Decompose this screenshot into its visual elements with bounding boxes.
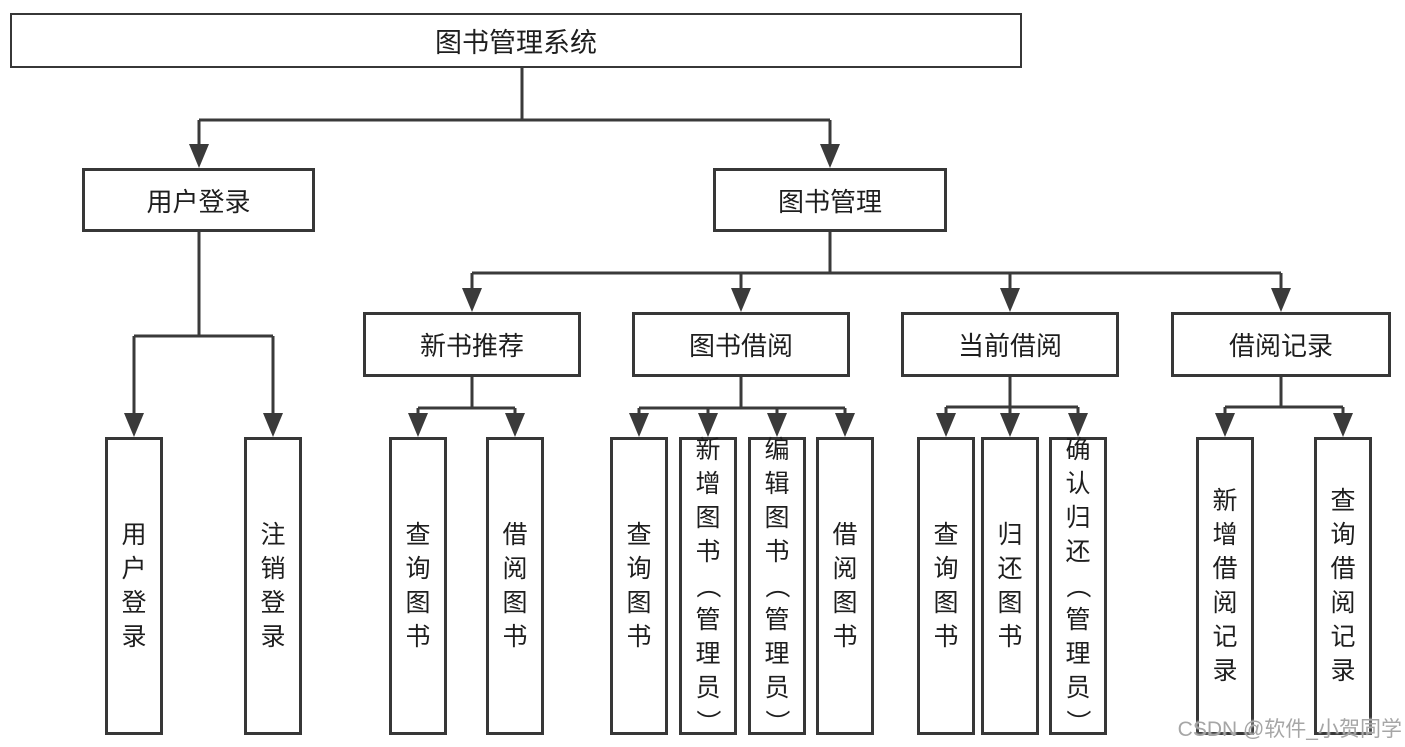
- node-library-system: 图书管理系统: [10, 13, 1022, 68]
- leaf-add-book-admin: 新增图书（管理员）: [679, 436, 737, 735]
- node-borrow-records: 借阅记录: [1171, 312, 1391, 377]
- leaf-label: 查询图书: [405, 521, 431, 651]
- leaf-query-books-current: 查询图书: [917, 437, 975, 735]
- node-book-borrow: 图书借阅: [632, 312, 850, 377]
- leaf-user-login: 用户登录: [105, 437, 163, 735]
- leaf-borrow-books: 借阅图书: [816, 437, 874, 735]
- leaf-query-books-recommend: 查询图书: [389, 437, 447, 735]
- node-current-borrow: 当前借阅: [901, 312, 1119, 377]
- node-user-login: 用户登录: [82, 168, 315, 232]
- leaf-logout: 注销登录: [244, 437, 302, 735]
- leaf-label: 借阅图书: [502, 521, 528, 651]
- node-book-management: 图书管理: [713, 168, 947, 232]
- leaf-label: 注销登录: [260, 521, 286, 651]
- leaf-label: 用户登录: [121, 521, 147, 651]
- leaf-query-borrow-record: 查询借阅记录: [1314, 437, 1372, 735]
- leaf-label: 查询借阅记录: [1330, 487, 1356, 685]
- leaf-add-borrow-record: 新增借阅记录: [1196, 437, 1254, 735]
- watermark-text: CSDN @软件_小贺同学: [1177, 718, 1402, 741]
- node-new-book-recommend: 新书推荐: [363, 312, 581, 377]
- leaf-label: 新增借阅记录: [1212, 487, 1238, 685]
- leaf-borrow-books-recommend: 借阅图书: [486, 437, 544, 735]
- leaf-label: 归还图书: [997, 521, 1023, 651]
- leaf-label: 新增图书（管理员）: [693, 436, 722, 735]
- leaf-edit-book-admin: 编辑图书（管理员）: [748, 436, 806, 735]
- leaf-label: 确认归还（管理员）: [1063, 436, 1092, 735]
- leaf-label: 查询图书: [933, 521, 959, 651]
- leaf-label: 借阅图书: [832, 521, 858, 651]
- leaf-label: 查询图书: [626, 521, 652, 651]
- leaf-return-book: 归还图书: [981, 437, 1039, 735]
- leaf-label: 编辑图书（管理员）: [762, 436, 791, 735]
- leaf-confirm-return-admin: 确认归还（管理员）: [1049, 436, 1107, 735]
- leaf-query-books-borrow: 查询图书: [610, 437, 668, 735]
